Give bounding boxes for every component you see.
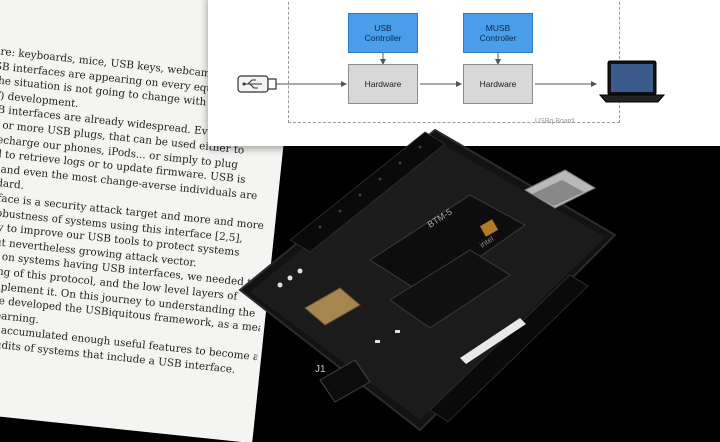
small-components — [277, 268, 400, 343]
usb-controller-label: USB Controller — [364, 23, 402, 43]
circuit-board-photo: BTM-5 intel J1 — [220, 110, 640, 442]
hardware-left-box: Hardware — [348, 64, 418, 104]
usb-plug-icon — [237, 75, 277, 93]
processor-chip — [369, 194, 526, 296]
memory-chip — [389, 249, 511, 329]
j1-label: J1 — [315, 364, 326, 375]
hardware-right-box: Hardware — [463, 64, 533, 104]
hardware-right-label: Hardware — [479, 79, 517, 89]
musb-controller-label: MUSB Controller — [479, 23, 517, 43]
usbq-board-label: USBq Board — [535, 118, 574, 125]
diagram-connectors — [237, 53, 666, 103]
laptop-icon — [598, 60, 666, 103]
wifi-module — [304, 287, 361, 326]
pin-header-bottom — [429, 274, 589, 423]
musb-controller-box: MUSB Controller — [463, 13, 533, 53]
power-jack — [319, 359, 371, 403]
architecture-diagram: USBq Board — [208, 0, 720, 146]
usb-controller-box: USB Controller — [348, 13, 418, 53]
hardware-left-label: Hardware — [364, 79, 402, 89]
orange-component — [479, 219, 499, 237]
usb-port-opening — [532, 180, 584, 206]
barcode-sticker — [460, 318, 526, 364]
pin-header-top — [289, 131, 446, 253]
pin-header-top-pins — [318, 145, 422, 229]
